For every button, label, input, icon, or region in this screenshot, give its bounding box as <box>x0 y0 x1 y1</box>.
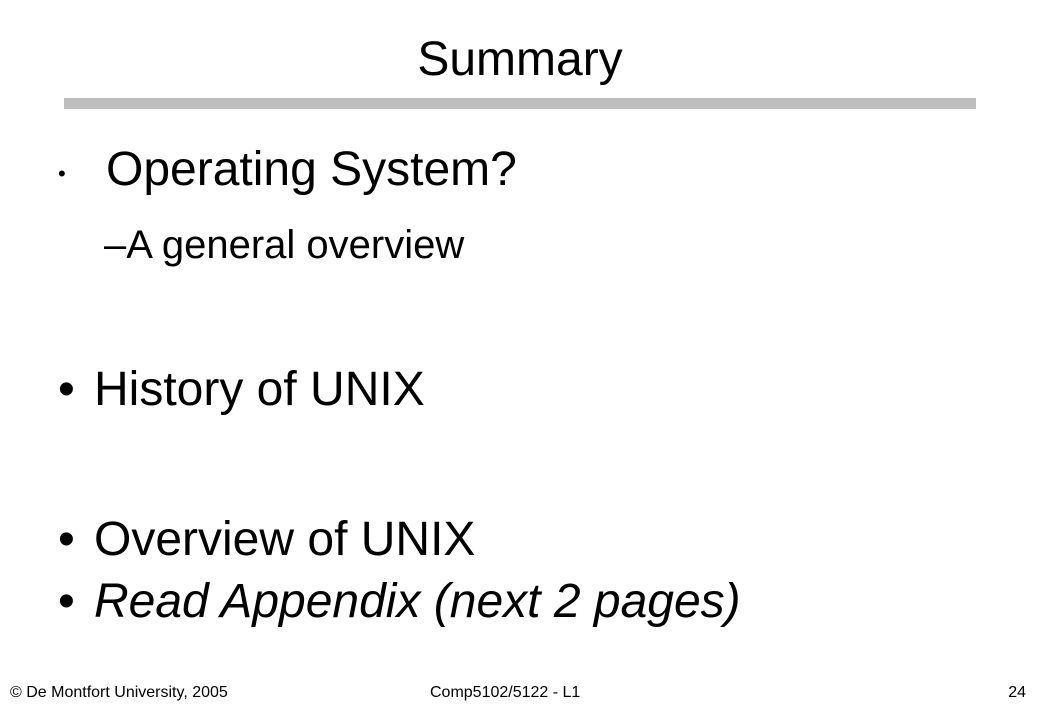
footer-copyright: © De Montfort University, 2005 <box>10 684 228 701</box>
bullet-icon: • <box>58 161 66 186</box>
bullet-read-appendix: • Read Appendix (next 2 pages) <box>58 572 741 632</box>
footer-page-number: 24 <box>1008 684 1026 701</box>
bullet-text: Read Appendix (next 2 pages) <box>94 575 741 628</box>
bullet-overview-of-unix: • Overview of UNIX <box>58 510 475 570</box>
bullet-icon: • <box>58 363 75 416</box>
bullet-text: History of UNIX <box>94 363 425 416</box>
bullet-icon: • <box>58 575 75 628</box>
bullet-history-of-unix: • History of UNIX <box>58 360 425 420</box>
bullet-icon: • <box>58 513 75 566</box>
sub-bullet-general-overview: –A general overview <box>104 223 465 267</box>
bullet-operating-system: Operating System? <box>106 143 517 196</box>
footer-course-code: Comp5102/5122 - L1 <box>430 684 581 701</box>
title-underline <box>64 98 976 109</box>
slide-title: Summary <box>417 33 623 86</box>
bullet-text: Overview of UNIX <box>94 513 476 566</box>
